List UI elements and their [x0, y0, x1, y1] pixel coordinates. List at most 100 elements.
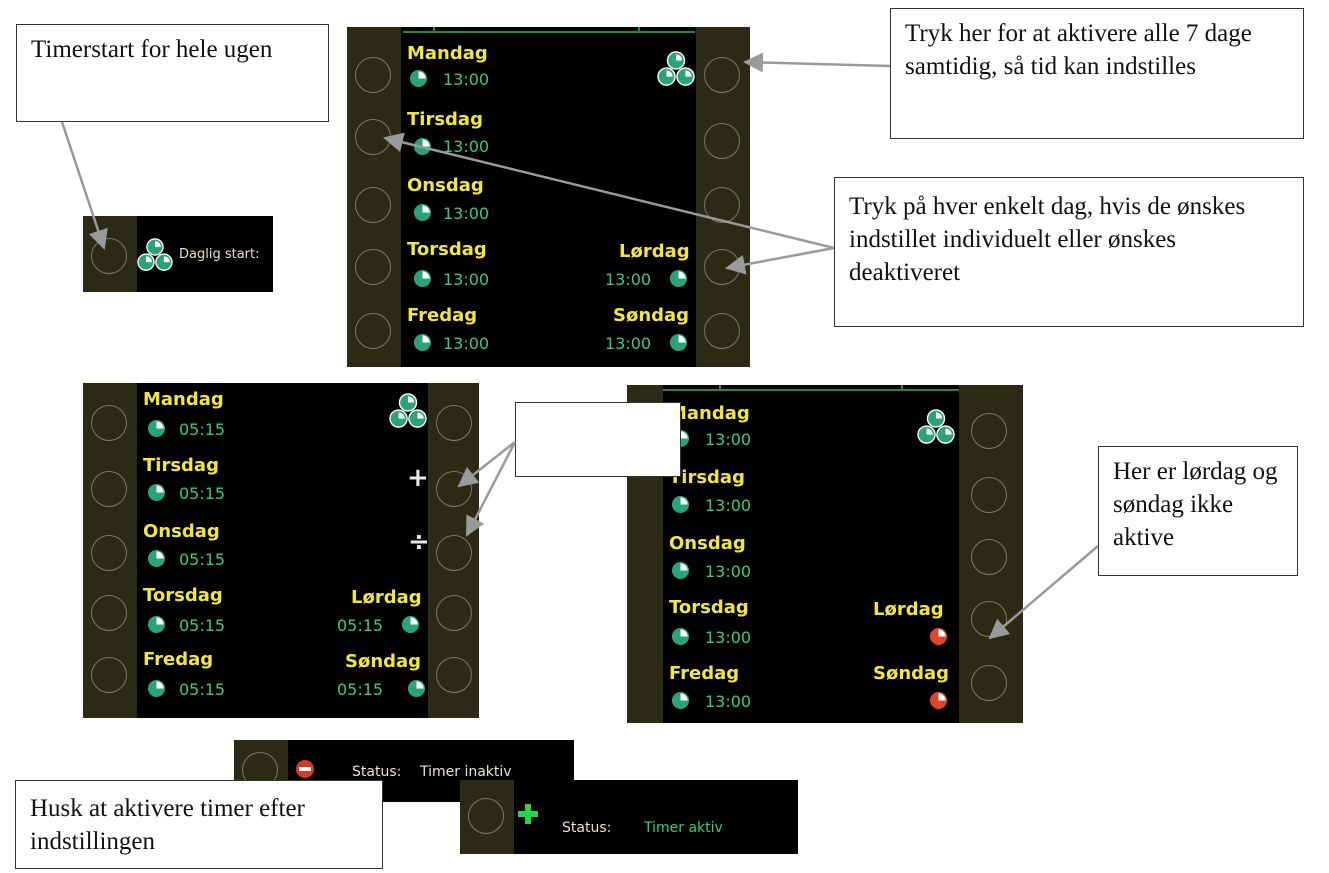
btn-thursday[interactable] [91, 595, 127, 631]
time-monday: 13:00 [705, 430, 752, 449]
clock-icon [413, 269, 432, 288]
callout-weekly-start: Timerstart for hele ugen [16, 24, 329, 122]
day-friday: Fredag [143, 649, 214, 670]
time-wednesday: 13:00 [443, 204, 490, 223]
time-thursday: 13:00 [705, 628, 752, 647]
status-toggle-button[interactable] [468, 798, 504, 834]
timer-panel-week: Mandag 13:00 Tirsdag 13:00 Onsdag 13:00 … [347, 27, 750, 367]
btn-friday[interactable] [91, 657, 127, 693]
day-monday: Mandag [143, 389, 224, 410]
day-saturday: Lørdag [619, 241, 690, 262]
callout-text: Her er lørdag og søndag ikke aktive [1113, 458, 1278, 551]
time-wednesday: 05:15 [179, 550, 226, 569]
panel-c-tab-left [719, 385, 721, 391]
btn-friday[interactable] [355, 313, 391, 349]
clock-icon [671, 691, 690, 710]
callout-remember: Husk at aktivere timer efter indstilling… [15, 780, 383, 869]
clock-icon [413, 137, 432, 156]
time-wednesday: 13:00 [705, 562, 752, 581]
clock-icon [147, 615, 166, 634]
minus-status-icon [296, 760, 314, 778]
btn-minus[interactable] [436, 535, 472, 571]
time-sunday: 13:00 [605, 334, 652, 353]
btn-saturday[interactable] [436, 595, 472, 631]
btn-activate-all[interactable] [971, 413, 1007, 449]
btn-right-3[interactable] [704, 187, 740, 223]
day-saturday: Lørdag [351, 587, 422, 608]
time-friday: 13:00 [705, 692, 752, 711]
panel-c-right-strip [959, 385, 1023, 723]
day-sunday: Søndag [345, 651, 422, 672]
callout-each-day: Tryk på hver enkelt dag, hvis de ønskes … [834, 177, 1304, 327]
status-label: Status: [352, 764, 402, 780]
panel-c-tab-right [901, 385, 903, 391]
btn-saturday[interactable] [971, 601, 1007, 637]
arrow-activate-all [743, 52, 891, 73]
btn-thursday[interactable] [355, 249, 391, 285]
btn-sunday[interactable] [704, 313, 740, 349]
btn-wednesday[interactable] [91, 535, 127, 571]
btn-wednesday[interactable] [355, 187, 391, 223]
plus-icon: + [407, 463, 429, 493]
status-active-bar: Status: Timer aktiv [460, 780, 798, 854]
daily-start-button[interactable] [91, 238, 127, 274]
day-sunday: Søndag [613, 305, 690, 326]
clock-icon [147, 549, 166, 568]
time-friday: 13:00 [443, 334, 490, 353]
btn-tuesday[interactable] [91, 471, 127, 507]
btn-saturday[interactable] [704, 249, 740, 285]
clock-icon [401, 615, 420, 634]
btn-monday[interactable] [355, 57, 391, 93]
status-value: Timer inaktiv [420, 764, 512, 780]
btn-right-2[interactable] [971, 477, 1007, 513]
clock-all-days-icon [657, 51, 695, 87]
plus-status-icon [518, 804, 538, 824]
btn-monday[interactable] [91, 405, 127, 441]
day-saturday: Lørdag [873, 599, 944, 620]
clock-icon [147, 483, 166, 502]
panel-a-right-strip [696, 27, 750, 367]
time-monday: 05:15 [179, 420, 226, 439]
panel-a-tab-right [638, 27, 640, 33]
callout-blank [515, 402, 681, 477]
btn-tuesday[interactable] [355, 119, 391, 155]
day-thursday: Torsdag [143, 585, 223, 606]
btn-sunday[interactable] [971, 665, 1007, 701]
callout-text: Husk at aktivere timer efter indstilling… [30, 795, 305, 855]
panel-b-right-strip [428, 383, 479, 718]
day-sunday: Søndag [873, 663, 950, 684]
day-tuesday: Tirsdag [407, 109, 483, 130]
time-tuesday: 13:00 [443, 137, 490, 156]
clock-all-days-icon [389, 393, 427, 429]
clock-icon [407, 679, 426, 698]
btn-activate-all[interactable] [436, 405, 472, 441]
btn-activate-all[interactable] [704, 57, 740, 93]
day-tuesday: Tirsdag [143, 455, 219, 476]
btn-right-2[interactable] [704, 123, 740, 159]
clock-icon [671, 495, 690, 514]
clock-icon [669, 333, 688, 352]
clock-icon [671, 561, 690, 580]
time-tuesday: 13:00 [705, 496, 752, 515]
time-thursday: 13:00 [443, 270, 490, 289]
time-tuesday: 05:15 [179, 484, 226, 503]
callout-activate-all: Tryk her for at aktivere alle 7 dage sam… [890, 8, 1304, 139]
timer-panel-weekend-off: Mandag 13:00 Tirsdag 13:00 Onsdag 13:00 … [627, 385, 1023, 723]
callout-text: Tryk her for at aktivere alle 7 dage sam… [905, 20, 1252, 80]
time-friday: 05:15 [179, 680, 226, 699]
daily-start-widget: Daglig start: [83, 216, 273, 292]
clock-icon [413, 333, 432, 352]
callout-text: Timerstart for hele ugen [31, 36, 273, 63]
day-friday: Fredag [669, 663, 740, 684]
panel-b-left-strip [83, 383, 137, 718]
clock-icon [147, 679, 166, 698]
btn-right-3[interactable] [971, 539, 1007, 575]
daily-start-strip [83, 216, 137, 292]
panel-a-tab-left [433, 27, 435, 33]
btn-plus[interactable] [436, 471, 472, 507]
time-sunday: 05:15 [337, 680, 384, 699]
daily-start-label: Daglig start: [179, 247, 260, 262]
btn-sunday[interactable] [436, 657, 472, 693]
day-wednesday: Onsdag [669, 533, 746, 554]
panel-a-top-line [403, 31, 695, 33]
